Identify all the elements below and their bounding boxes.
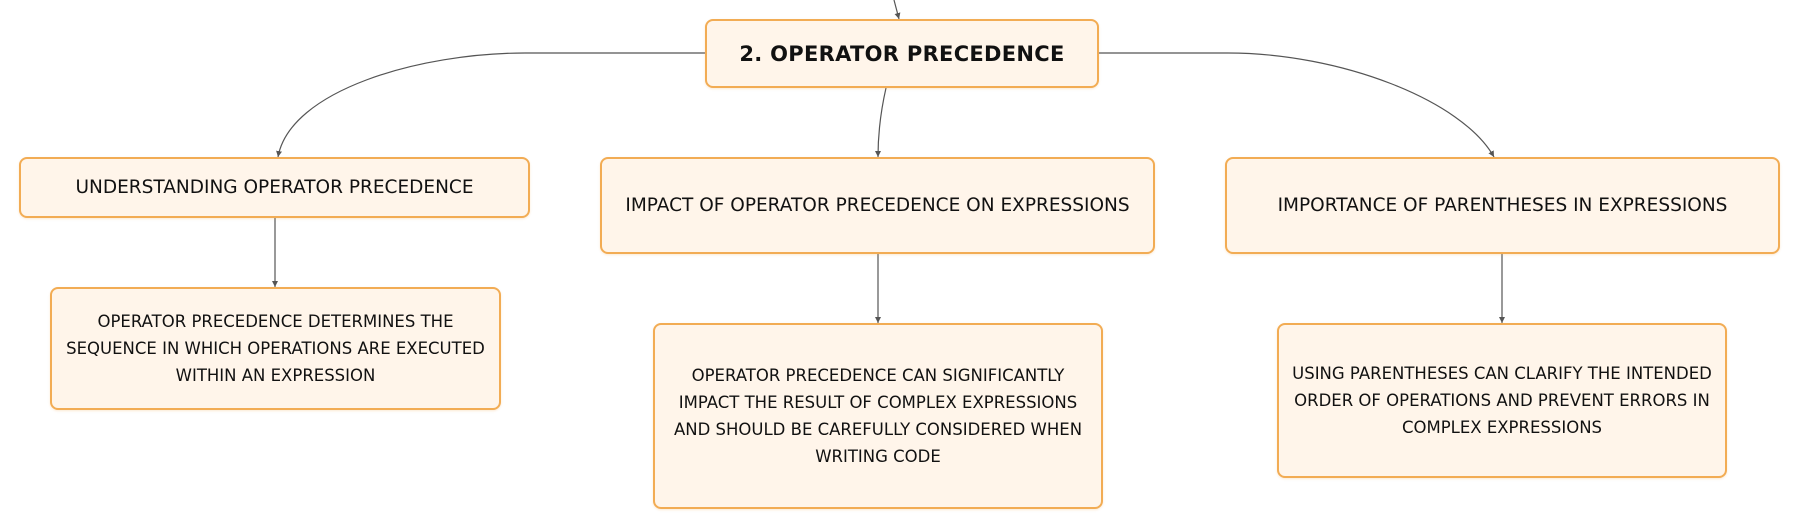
connector-root-to-branch-3 — [1099, 52, 1495, 158]
branch-node-understanding[interactable]: UNDERSTANDING OPERATOR PRECEDENCE — [19, 157, 530, 218]
branch-node-impact[interactable]: IMPACT OF OPERATOR PRECEDENCE ON EXPRESS… — [600, 157, 1155, 254]
detail-node-text: OPERATOR PRECEDENCE DETERMINES THE SEQUE… — [66, 312, 485, 385]
root-node-operator-precedence[interactable]: 2. OPERATOR PRECEDENCE — [705, 19, 1099, 88]
detail-node-text: USING PARENTHESES CAN CLARIFY THE INTEND… — [1292, 364, 1712, 437]
connector-root-to-branch-2 — [875, 87, 887, 158]
connector-parent-to-root — [893, 0, 901, 20]
detail-node-parentheses[interactable]: USING PARENTHESES CAN CLARIFY THE INTEND… — [1277, 323, 1727, 478]
root-node-label: 2. OPERATOR PRECEDENCE — [739, 41, 1065, 66]
branch-node-label: IMPORTANCE OF PARENTHESES IN EXPRESSIONS — [1277, 195, 1728, 216]
connector-root-to-branch-1 — [276, 52, 705, 158]
detail-node-text: OPERATOR PRECEDENCE CAN SIGNIFICANTLY IM… — [673, 366, 1083, 466]
detail-node-impact[interactable]: OPERATOR PRECEDENCE CAN SIGNIFICANTLY IM… — [653, 323, 1103, 509]
branch-node-label: IMPACT OF OPERATOR PRECEDENCE ON EXPRESS… — [625, 195, 1130, 216]
branch-node-label: UNDERSTANDING OPERATOR PRECEDENCE — [75, 177, 474, 198]
detail-node-understanding[interactable]: OPERATOR PRECEDENCE DETERMINES THE SEQUE… — [50, 287, 501, 410]
branch-node-parentheses[interactable]: IMPORTANCE OF PARENTHESES IN EXPRESSIONS — [1225, 157, 1780, 254]
